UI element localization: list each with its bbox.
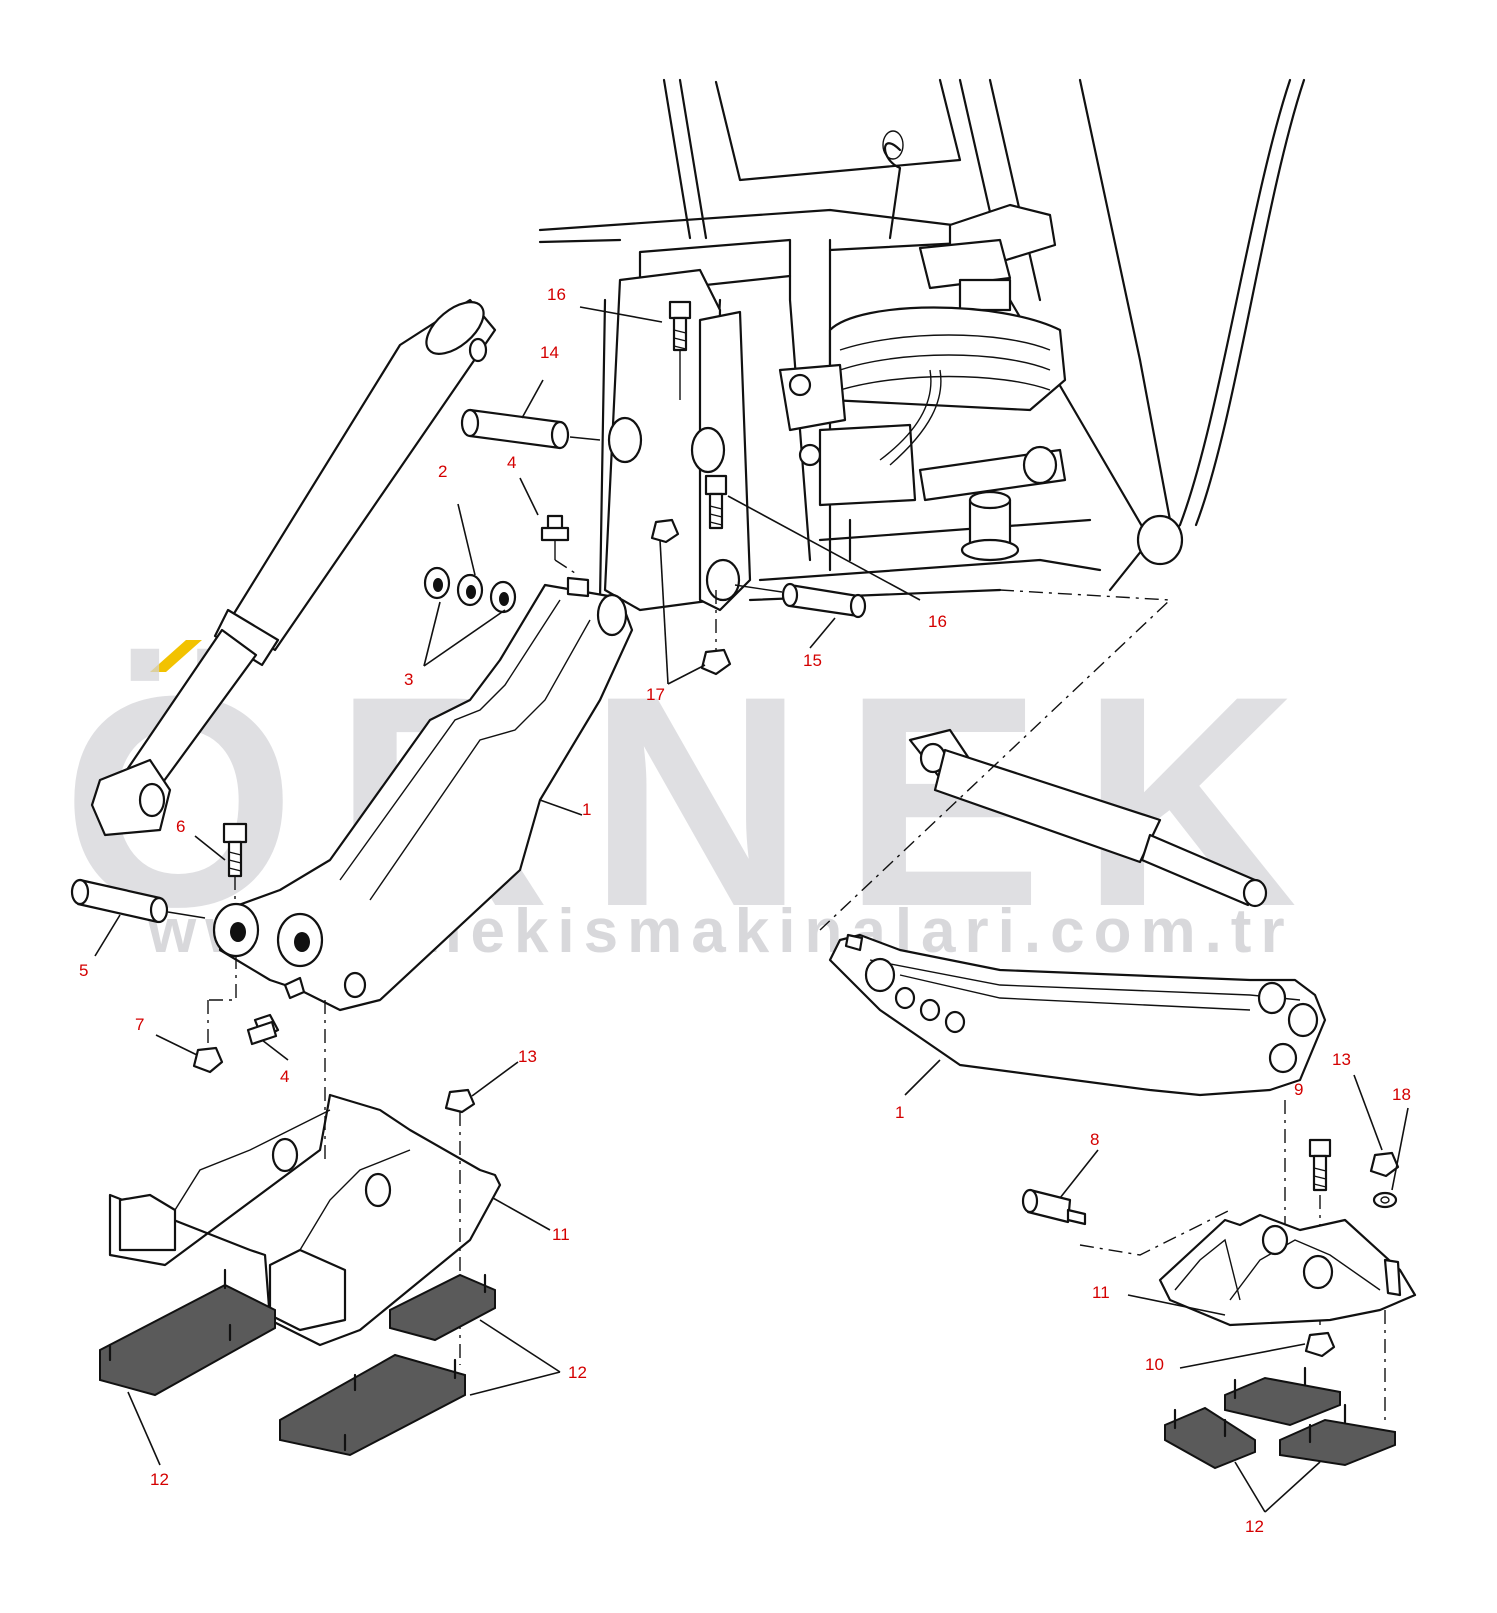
pin-14: [460, 408, 601, 450]
nut-7: [192, 955, 237, 1074]
bolt-16-upper: [668, 300, 692, 352]
hydraulic-cylinder-right: [908, 728, 1268, 908]
callout-8: 8: [1090, 1130, 1099, 1149]
callout-12-left-right: 12: [568, 1363, 587, 1382]
hydraulic-cylinder-left: [90, 298, 497, 837]
callout-11-left: 11: [552, 1225, 570, 1244]
grease-nipple-4-lower: [246, 1013, 280, 1046]
callout-17: 17: [646, 685, 665, 704]
callout-16-lower: 16: [928, 612, 947, 631]
callout-14: 14: [540, 343, 559, 362]
callout-12-left-bottom: 12: [150, 1470, 169, 1489]
rubber-pads-left: [99, 1268, 496, 1457]
stabilizer-foot-right: [1158, 1213, 1417, 1327]
leader-lines: [94, 306, 1409, 1513]
callout-2: 2: [438, 462, 447, 481]
callout-9: 9: [1294, 1080, 1303, 1099]
callout-18: 18: [1392, 1085, 1411, 1104]
callout-12-right: 12: [1245, 1517, 1264, 1536]
callout-5: 5: [79, 961, 88, 980]
callout-4-lower: 4: [280, 1067, 289, 1086]
stabilizer-foot-left: [108, 1000, 502, 1347]
callout-7: 7: [135, 1015, 144, 1034]
stabilizer-arm-right: [828, 933, 1327, 1097]
callout-16-upper: 16: [547, 285, 566, 304]
callout-1-left: 1: [582, 800, 591, 819]
bolt-16-lower: [704, 474, 728, 650]
callout-4-upper: 4: [507, 453, 516, 472]
pin-8: [1021, 1188, 1087, 1226]
callout-13-right: 13: [1332, 1050, 1351, 1069]
washer-18: [1372, 1191, 1398, 1209]
watermark-accent-left: [150, 640, 202, 672]
callout-1-right: 1: [895, 1103, 904, 1122]
grease-nipple-4-upper: [540, 514, 579, 576]
callout-13-left: 13: [518, 1047, 537, 1066]
callout-11-right: 11: [1092, 1283, 1110, 1302]
bushings-2: [423, 566, 517, 614]
callout-10: 10: [1145, 1355, 1164, 1374]
callout-15: 15: [803, 651, 822, 670]
pin-5: [70, 878, 206, 924]
rubber-pads-right: [1164, 1366, 1396, 1470]
mounting-pillar: [603, 268, 752, 612]
callout-6: 6: [176, 817, 185, 836]
bolt-9: [1308, 1138, 1332, 1192]
stabilizer-arm-left: [212, 576, 634, 1012]
pin-15: [734, 582, 867, 619]
nut-13-right: [1369, 1151, 1400, 1178]
callout-labels: 16 14 2 4 3 17 16 15 1 6 5 7 4 13 11 12 …: [79, 285, 1411, 1536]
bolt-6: [222, 822, 248, 905]
callout-3: 3: [404, 670, 413, 689]
nut-10: [1304, 1331, 1336, 1358]
